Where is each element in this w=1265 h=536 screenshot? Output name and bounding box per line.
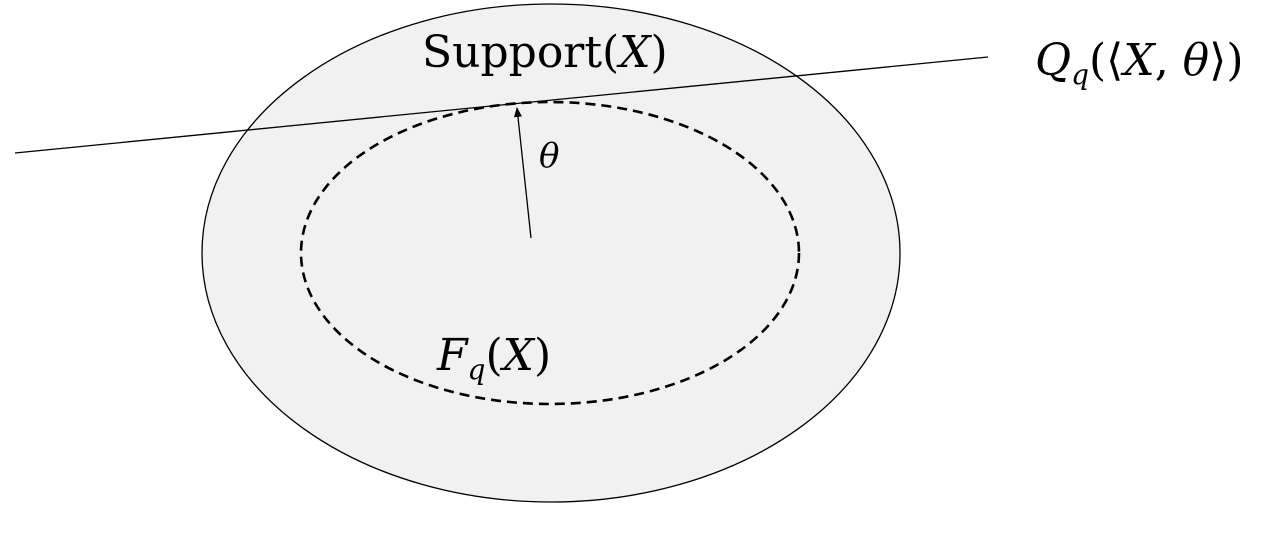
support-ellipse (201, 3, 901, 503)
hyperplane-line (14, 56, 989, 154)
floating-body-ellipse (299, 100, 801, 406)
floating-body-label: Fq(X) (436, 330, 551, 386)
support-label: Support(X) (422, 27, 668, 78)
quantile-hyperplane-label: Qq(⟨X, θ⟩) (1035, 35, 1244, 91)
theta-label: θ (539, 136, 559, 176)
theta-arrow (513, 107, 532, 239)
